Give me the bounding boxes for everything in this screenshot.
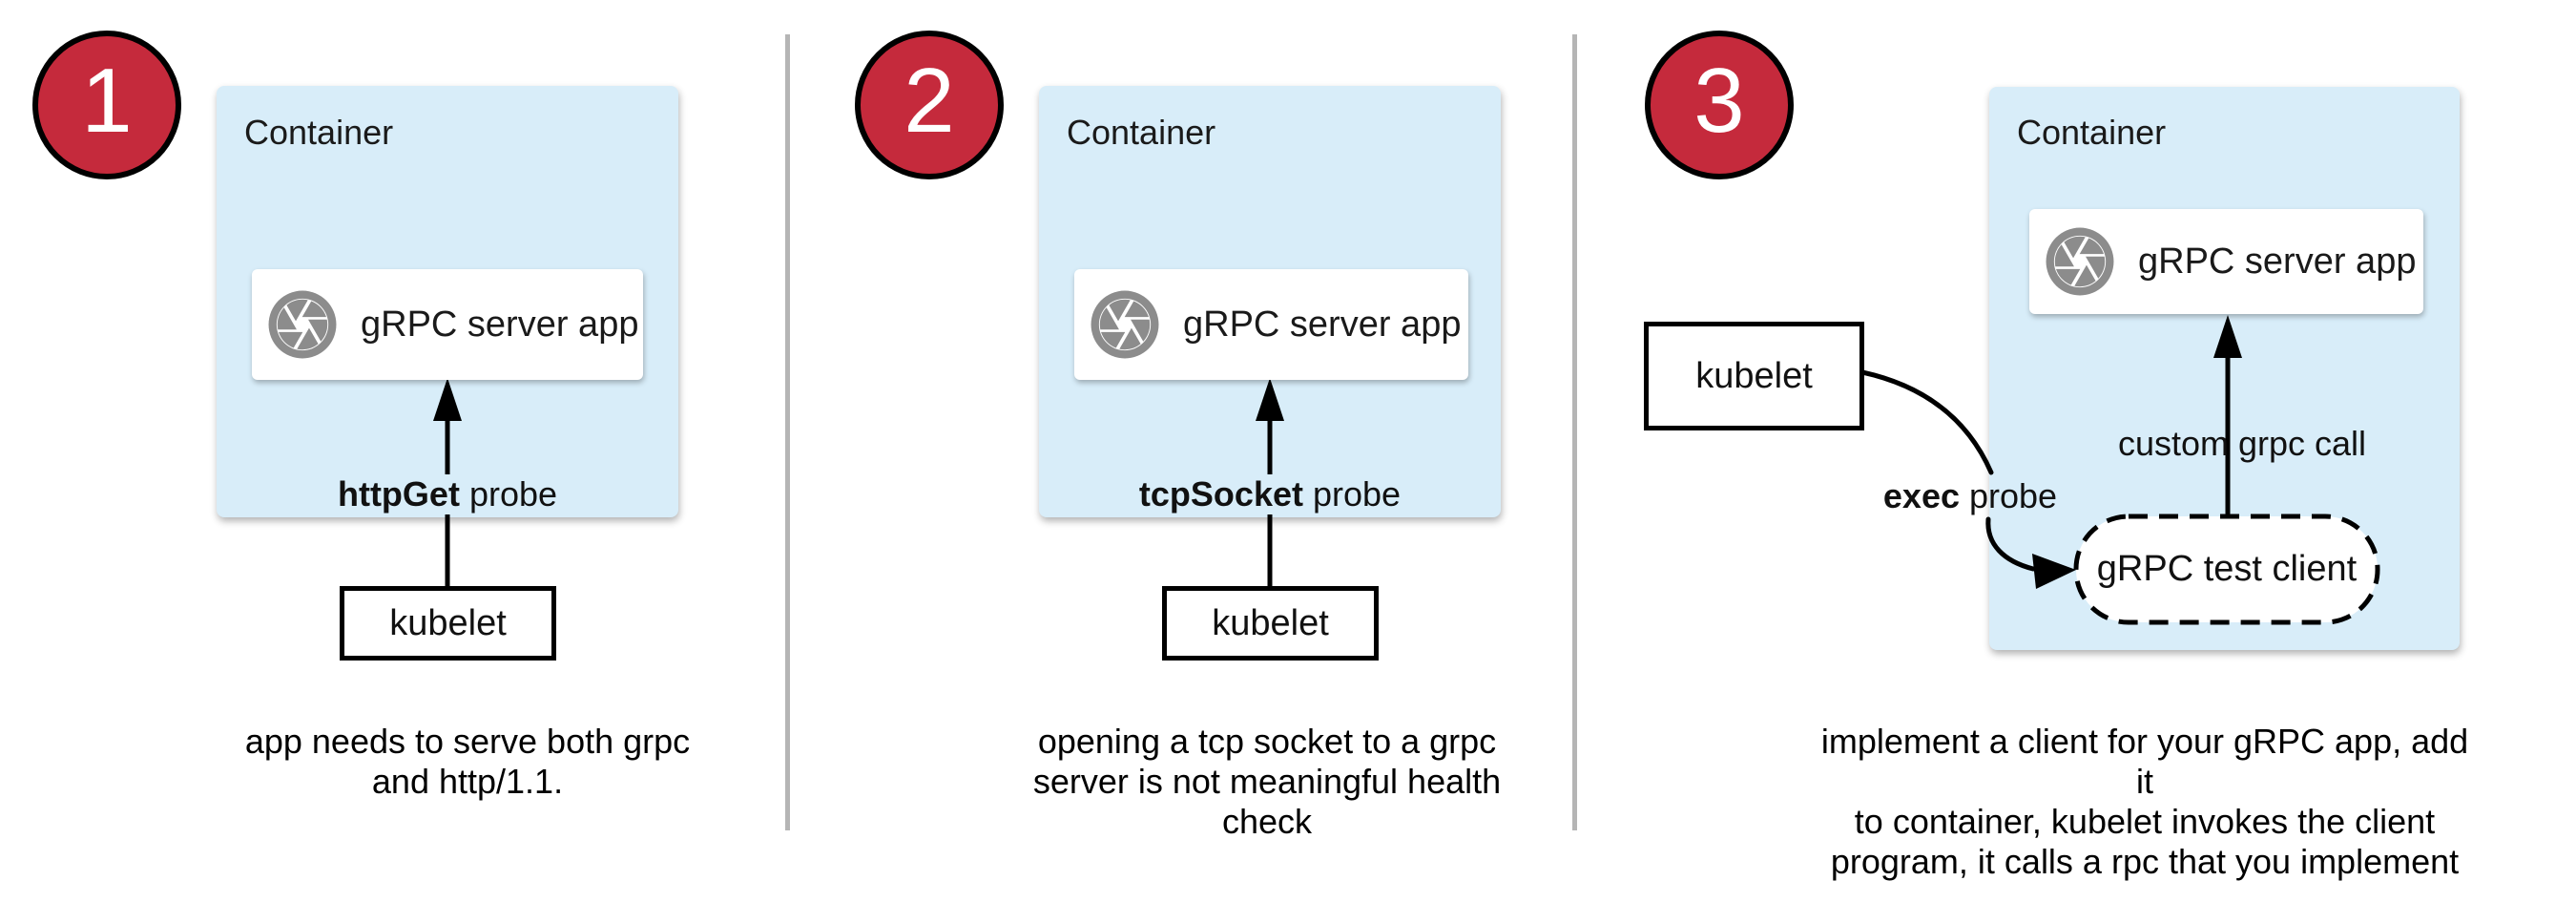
panel-divider-1 (785, 34, 790, 830)
grpc-server-app-box-2: gRPC server app (1074, 269, 1468, 380)
probe-type: tcpSocket (1138, 474, 1303, 514)
dashed-stadium-border (2073, 514, 2380, 625)
camera-aperture-icon (2046, 227, 2114, 296)
grpc-server-app-box-1: gRPC server app (252, 269, 643, 380)
test-client-label: gRPC test client (2096, 549, 2358, 589)
kubelet-box-3: kubelet (1644, 322, 1864, 430)
app-label-2: gRPC server app (1183, 304, 1462, 345)
step-number: 1 (81, 50, 133, 152)
app-label-3: gRPC server app (2138, 241, 2417, 282)
step-badge-1: 1 (32, 31, 181, 179)
camera-aperture-icon (1091, 290, 1159, 359)
step-badge-2: 2 (855, 31, 1004, 179)
probe-type: exec (1882, 476, 1960, 515)
kubelet-box-2: kubelet (1162, 586, 1379, 661)
grpc-test-client-box: gRPC test client (2073, 514, 2380, 625)
step-number: 2 (904, 50, 955, 152)
caption-3: implement a client for your gRPC app, ad… (1820, 722, 2469, 881)
custom-grpc-call-label: custom grpc call (2117, 424, 2367, 463)
grpc-server-app-box-3: gRPC server app (2029, 209, 2423, 314)
probe-label-3: exec probe (1882, 476, 2058, 515)
camera-aperture-icon (268, 290, 337, 359)
probe-type: httpGet (337, 474, 460, 514)
step-badge-3: 3 (1645, 31, 1794, 179)
probe-label-2: tcpSocket probe (1127, 474, 1413, 514)
probe-label-1: httpGet probe (304, 474, 591, 514)
step-number: 3 (1693, 50, 1745, 152)
app-label-1: gRPC server app (361, 304, 639, 345)
container-label-1: Container (244, 113, 394, 152)
caption-2: opening a tcp socket to a grpc server is… (1032, 722, 1502, 841)
panel-divider-2 (1572, 34, 1577, 830)
container-label-2: Container (1067, 113, 1216, 152)
kubelet-box-1: kubelet (340, 586, 556, 661)
container-label-3: Container (2017, 113, 2167, 152)
caption-1: app needs to serve both grpc and http/1.… (244, 722, 691, 801)
